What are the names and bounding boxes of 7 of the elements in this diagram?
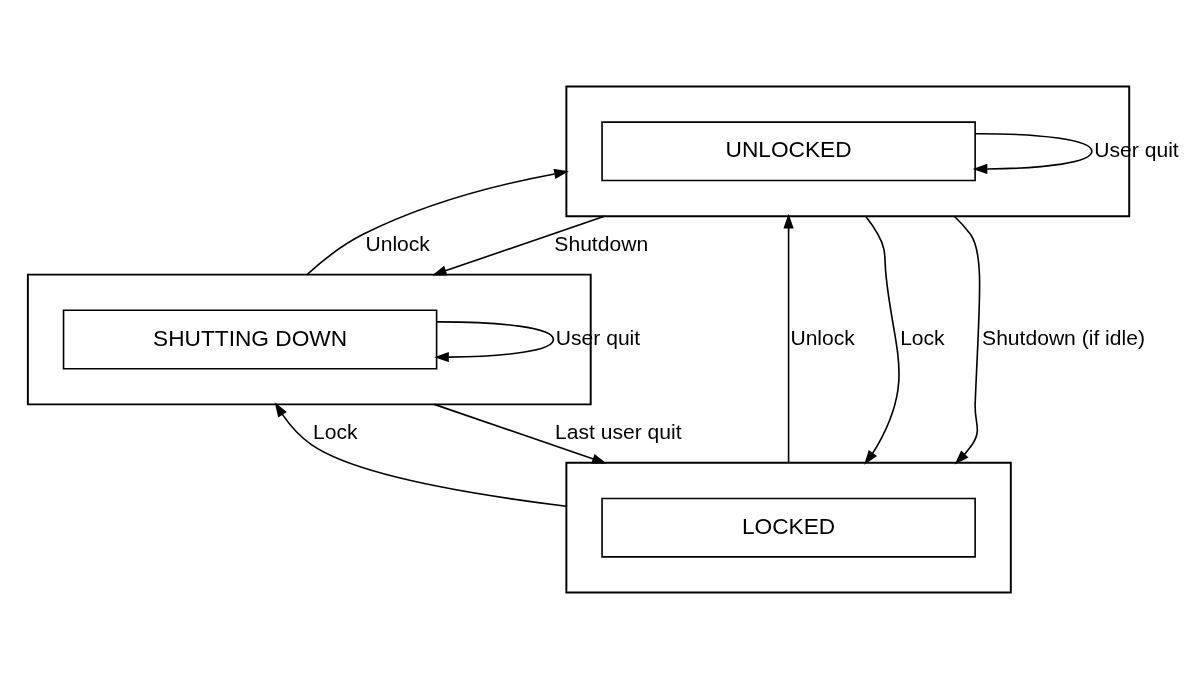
edge-label: Unlock — [365, 231, 430, 255]
edge-label: Unlock — [790, 325, 855, 349]
edge-label: Last user quit — [555, 419, 682, 443]
edge-label: Lock — [312, 419, 358, 443]
edge-label: Shutdown — [554, 231, 649, 255]
edge-label: Shutdown (if idle) — [982, 325, 1145, 349]
edge-label: Lock — [900, 325, 945, 349]
